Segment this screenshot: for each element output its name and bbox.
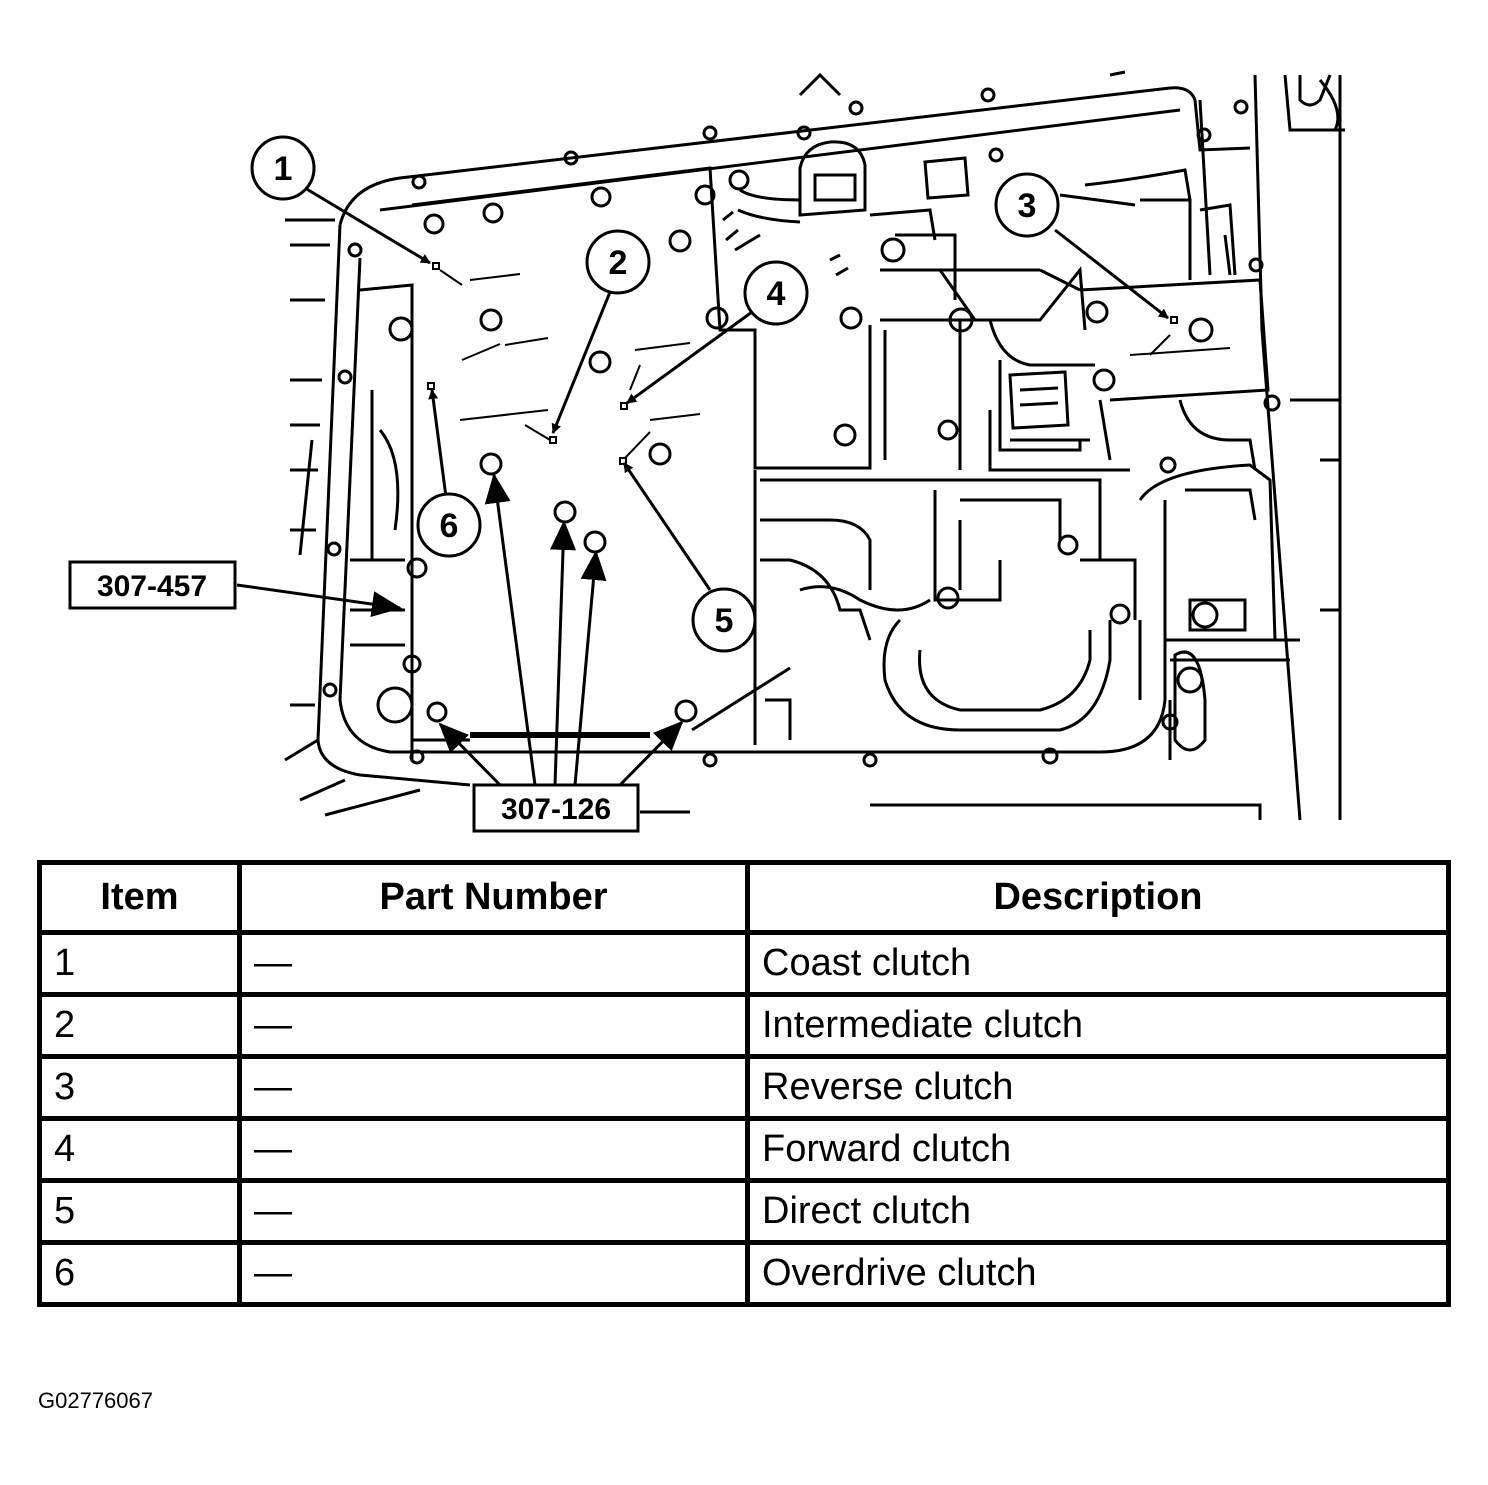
svg-text:1: 1 [274,150,293,188]
cell-description: Coast clutch [745,930,1451,997]
leader-1 [299,183,431,265]
port-micro-labels [439,269,1231,459]
tool-label-307-126: 307-126 [472,783,640,833]
callout-1: 1 [250,135,316,201]
header-item: Item [37,860,242,935]
svg-text:307-457: 307-457 [97,570,207,603]
leader-6 [428,389,448,498]
svg-text:2: 2 [609,244,628,282]
header-part-number: Part Number [237,860,750,935]
table-row: 4 — Forward clutch [37,1116,1451,1183]
leader-3 [1054,228,1169,320]
cell-part-number: — [237,992,750,1059]
cell-description: Intermediate clutch [745,992,1451,1059]
leader-5 [622,462,712,591]
table-row: 6 — Overdrive clutch [37,1240,1451,1307]
separator-plate [411,70,1342,752]
callout-6: 6 [416,492,482,558]
svg-text:307-126: 307-126 [501,793,611,826]
svg-text:4: 4 [767,275,786,313]
transmission-case-outline [284,74,1345,821]
valve-body-diagram: 1 2 3 4 5 6 307-457 307-126 [68,70,1345,833]
header-description: Description [745,860,1451,935]
svg-text:5: 5 [715,602,734,640]
cell-part-number: — [237,930,750,997]
cell-part-number: — [237,1116,750,1183]
callout-4: 4 [743,260,809,326]
table-row: 1 — Coast clutch [37,930,1451,997]
tool-arrows [236,473,791,814]
cell-description: Forward clutch [745,1116,1451,1183]
cell-description: Reverse clutch [745,1054,1451,1121]
leader-4 [626,310,753,405]
callout-leaders [299,183,1169,591]
svg-text:6: 6 [440,507,459,545]
table-row: 3 — Reverse clutch [37,1054,1451,1121]
cell-item: 2 [37,992,242,1059]
cell-item: 5 [37,1178,242,1245]
cell-item: 1 [37,930,242,997]
table-header-row: Item Part Number Description [37,860,1451,935]
svg-text:3: 3 [1018,187,1037,225]
table-row: 5 — Direct clutch [37,1178,1451,1245]
cell-part-number: — [237,1054,750,1121]
callout-3: 3 [994,172,1060,238]
cell-part-number: — [237,1178,750,1245]
cell-item: 6 [37,1240,242,1307]
cell-item: 3 [37,1054,242,1121]
cell-description: Direct clutch [745,1178,1451,1245]
table-row: 2 — Intermediate clutch [37,992,1451,1059]
cell-item: 4 [37,1116,242,1183]
parts-table: Item Part Number Description 1 — Coast c… [37,860,1451,1307]
cell-part-number: — [237,1240,750,1307]
callout-2: 2 [585,229,651,295]
callout-5: 5 [691,587,757,653]
tool-label-307-457: 307-457 [68,560,237,610]
leader-2 [551,291,612,434]
cell-description: Overdrive clutch [745,1240,1451,1307]
figure-id: G02776067 [38,1388,153,1413]
